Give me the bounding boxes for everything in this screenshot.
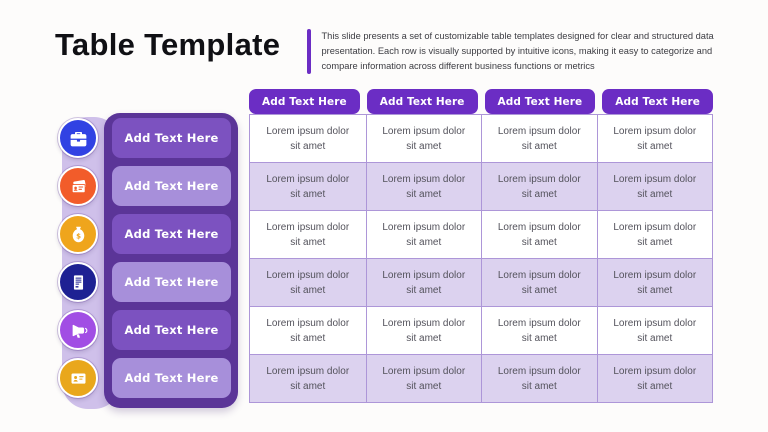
table-cell[interactable]: Lorem ipsum dolor sit amet: [266, 173, 350, 200]
invoice-icon: [73, 274, 83, 290]
table-cell[interactable]: Lorem ipsum dolor sit amet: [266, 125, 350, 152]
table-cell[interactable]: Lorem ipsum dolor sit amet: [266, 317, 350, 344]
description-accent-bar: [307, 29, 311, 75]
row-label-button[interactable]: Add Text Here: [112, 118, 231, 158]
table-cell[interactable]: Lorem ipsum dolor sit amet: [596, 115, 713, 162]
table-body: Lorem ipsum dolor sit amet Lorem ipsum d…: [249, 114, 713, 403]
row-label-button[interactable]: Add Text Here: [112, 214, 231, 254]
table-row: Lorem ipsum dolor sit amet Lorem ipsum d…: [250, 162, 712, 210]
table-row: Lorem ipsum dolor sit amet Lorem ipsum d…: [250, 115, 712, 162]
page-title: Table Template: [55, 27, 281, 62]
table-row: Lorem ipsum dolor sit amet Lorem ipsum d…: [250, 210, 712, 258]
money-bag-icon: $: [72, 226, 84, 242]
table-cell[interactable]: Lorem ipsum dolor sit amet: [266, 365, 350, 392]
table-cell[interactable]: Lorem ipsum dolor sit amet: [596, 163, 713, 210]
briefcase-icon: [70, 131, 86, 146]
megaphone-icon: [72, 324, 87, 338]
table-cell[interactable]: Lorem ipsum dolor sit amet: [365, 211, 482, 258]
table-cell[interactable]: Lorem ipsum dolor sit amet: [481, 115, 597, 162]
table-cell[interactable]: Lorem ipsum dolor sit amet: [596, 211, 713, 258]
row-icon-circle: [58, 118, 98, 158]
row-icon-circle: [58, 262, 98, 302]
row-icon-circle: $: [58, 214, 98, 254]
row-label-button[interactable]: Add Text Here: [112, 310, 231, 350]
row-icon-circle: [58, 310, 98, 350]
table-cell[interactable]: Lorem ipsum dolor sit amet: [481, 259, 597, 306]
table-cell[interactable]: Lorem ipsum dolor sit amet: [596, 307, 713, 354]
cash-card-icon: [71, 179, 86, 193]
table-cell[interactable]: Lorem ipsum dolor sit amet: [596, 355, 713, 402]
table-header-row: Add Text Here Add Text Here Add Text Her…: [249, 89, 713, 114]
column-header[interactable]: Add Text Here: [602, 89, 713, 114]
table-cell[interactable]: Lorem ipsum dolor sit amet: [481, 355, 597, 402]
table-cell[interactable]: Lorem ipsum dolor sit amet: [481, 211, 597, 258]
column-header[interactable]: Add Text Here: [484, 89, 596, 114]
column-header[interactable]: Add Text Here: [366, 89, 478, 114]
description-text: This slide presents a set of customizabl…: [321, 31, 714, 72]
column-header[interactable]: Add Text Here: [249, 89, 360, 114]
row-icon-circle: [58, 358, 98, 398]
table-cell[interactable]: Lorem ipsum dolor sit amet: [266, 269, 350, 296]
table-row: Lorem ipsum dolor sit amet Lorem ipsum d…: [250, 306, 712, 354]
table-cell[interactable]: Lorem ipsum dolor sit amet: [596, 259, 713, 306]
table-row: Lorem ipsum dolor sit amet Lorem ipsum d…: [250, 258, 712, 306]
table-row: Lorem ipsum dolor sit amet Lorem ipsum d…: [250, 354, 712, 402]
table-cell[interactable]: Lorem ipsum dolor sit amet: [365, 163, 482, 210]
row-icon-circle: [58, 166, 98, 206]
table-cell[interactable]: Lorem ipsum dolor sit amet: [266, 221, 350, 248]
description-block: This slide presents a set of customizabl…: [307, 29, 744, 75]
svg-text:$: $: [76, 232, 81, 240]
id-badge-icon: [71, 373, 85, 384]
table-cell[interactable]: Lorem ipsum dolor sit amet: [365, 259, 482, 306]
table-cell[interactable]: Lorem ipsum dolor sit amet: [365, 355, 482, 402]
row-label-button[interactable]: Add Text Here: [112, 358, 231, 398]
table-cell[interactable]: Lorem ipsum dolor sit amet: [481, 163, 597, 210]
table-cell[interactable]: Lorem ipsum dolor sit amet: [365, 115, 482, 162]
table-cell[interactable]: Lorem ipsum dolor sit amet: [365, 307, 482, 354]
table-cell[interactable]: Lorem ipsum dolor sit amet: [481, 307, 597, 354]
row-label-button[interactable]: Add Text Here: [112, 166, 231, 206]
row-label-button[interactable]: Add Text Here: [112, 262, 231, 302]
